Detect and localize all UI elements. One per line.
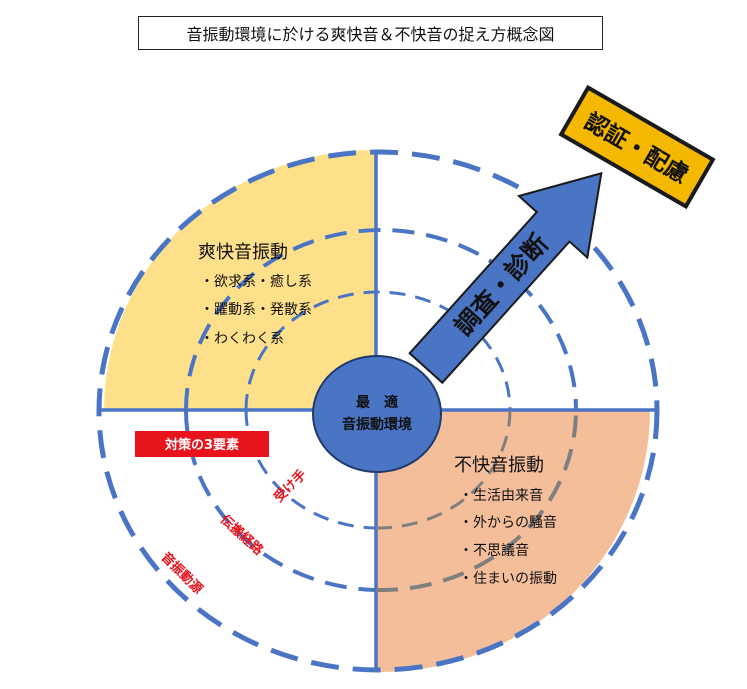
pleasant-heading: 爽快音振動 <box>198 242 288 263</box>
certification-box-shape <box>558 84 716 210</box>
center-label-line2: 音振動環境 <box>342 416 412 433</box>
survey-arrow-shape <box>408 171 603 385</box>
inner-dashed-ring <box>244 290 512 411</box>
unpleasant-item-1: ・生活由来音 <box>459 487 543 504</box>
source-label: 音振動源 <box>158 549 206 597</box>
middle-dashed-ring <box>184 228 578 411</box>
middle-dashed-ring-lower-right <box>375 409 578 593</box>
pleasant-quadrant <box>104 149 376 411</box>
pleasant-item-2: ・躍動系・発散系 <box>200 302 312 318</box>
inner-dashed-ring-lower-left <box>244 409 377 530</box>
center-circle <box>312 355 442 473</box>
diagram-title: 音振動環境に於ける爽快音＆不快音の捉え方概念図 <box>138 16 603 50</box>
unpleasant-item-4: ・住まいの振動 <box>459 571 557 587</box>
pleasant-item-3: ・わくわく系 <box>200 331 284 347</box>
unpleasant-item-3: ・不思議音 <box>459 542 529 559</box>
center-label-line1: 最 適 <box>356 394 398 411</box>
measures-badge-box <box>135 431 269 457</box>
survey-arrow: 調査・診断 <box>408 171 603 385</box>
unpleasant-item-2: ・外からの騒音 <box>459 514 557 531</box>
outer-dashed-ring <box>96 149 660 673</box>
inner-dashed-ring-lower-right <box>375 409 512 530</box>
unpleasant-heading: 不快音振動 <box>454 455 544 476</box>
pleasant-item-1: ・欲求系・癒し系 <box>200 274 312 290</box>
path-label: 伝搬経路 <box>217 512 267 559</box>
measures-badge-label: 対策の3要素 <box>164 437 239 453</box>
